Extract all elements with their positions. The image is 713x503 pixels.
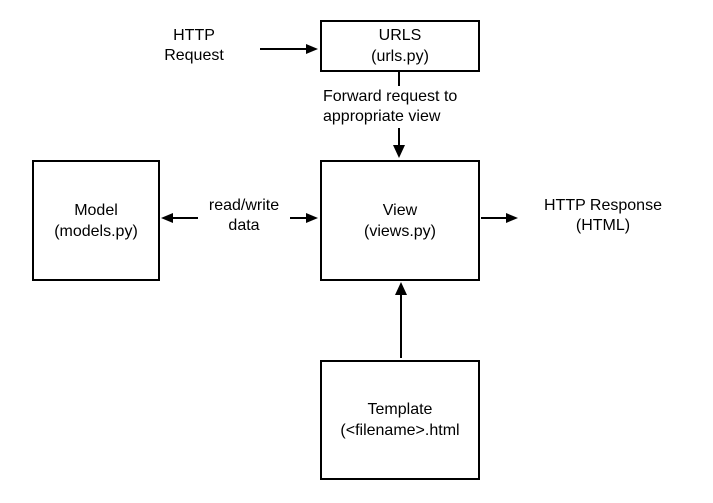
label-forward-request: Forward request to appropriate view (321, 86, 460, 128)
node-template: Template (<filename>.html (320, 360, 480, 480)
label-read-write-data: read/write data (198, 196, 290, 236)
label-http-request-line2: Request (164, 47, 224, 64)
node-template-title: Template (367, 401, 433, 418)
node-view: View (views.py) (320, 160, 480, 281)
label-http-response: HTTP Response (HTML) (528, 196, 678, 236)
label-read-write-line1: read/write (208, 197, 280, 214)
arrow-view-to-http-response (481, 213, 518, 223)
label-http-response-line2: (HTML) (575, 217, 631, 234)
node-template-subtitle: (<filename>.html (340, 422, 460, 439)
label-forward-request-line2: appropriate view (323, 108, 441, 125)
node-model-title: Model (74, 201, 118, 219)
arrow-template-to-view (395, 282, 407, 358)
node-urls: URLS (urls.py) (320, 20, 480, 72)
node-view-subtitle: (views.py) (363, 222, 436, 240)
node-urls-subtitle: (urls.py) (371, 48, 429, 65)
node-view-title: View (382, 201, 418, 219)
label-read-write-line2: data (228, 217, 260, 234)
node-model: Model (models.py) (32, 160, 160, 281)
label-http-request: HTTP Request (146, 26, 242, 66)
node-model-subtitle: (models.py) (54, 222, 138, 240)
arrow-http-request-to-urls (260, 44, 318, 54)
node-urls-title: URLS (378, 27, 422, 44)
label-http-request-line1: HTTP (173, 27, 215, 44)
label-forward-request-line1: Forward request to (323, 88, 458, 105)
label-http-response-line1: HTTP Response (544, 197, 662, 214)
